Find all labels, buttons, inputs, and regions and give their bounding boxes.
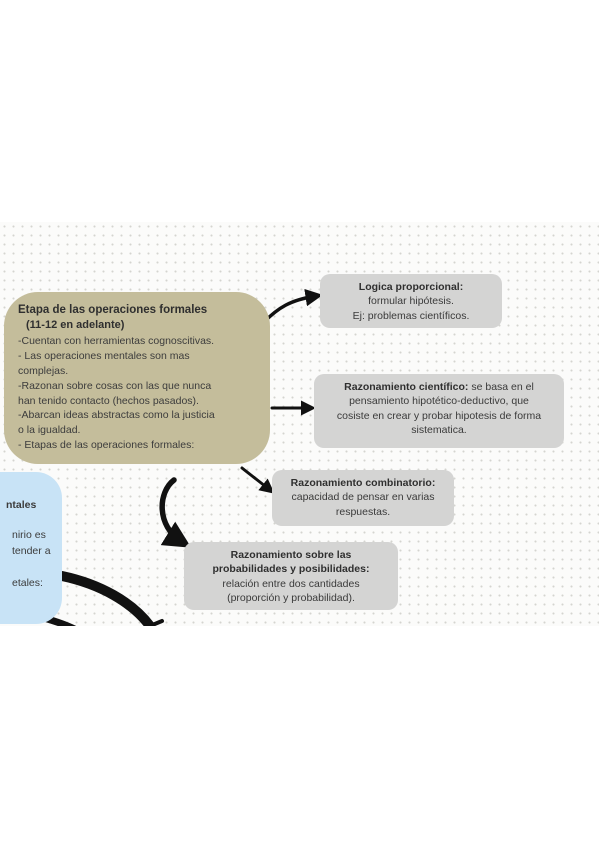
partial-node-text: tender a (12, 545, 51, 557)
node-text: pensamiento hipotético-deductivo, que (349, 395, 529, 408)
node-text: capacidad de pensar en varias (291, 491, 435, 504)
node-text: se basa en el (471, 381, 534, 393)
node-title: Logica proporcional: (358, 281, 464, 293)
node-title: Razonamiento combinatorio: (290, 477, 436, 489)
partial-node-text: etales: (12, 577, 43, 589)
curve-stub (148, 619, 164, 626)
main-node-line: -Cuentan con herramientas cognoscitivas. (18, 334, 215, 347)
node-text: (proporción y probabilidad). (227, 592, 355, 605)
node-text: relación entre dos cantidades (222, 577, 360, 590)
arrow-to-probabilidades (159, 477, 192, 548)
main-node-line: - Las operaciones mentales son mas (18, 349, 190, 362)
main-node-operaciones-formales: Etapa de las operaciones formales (11-12… (4, 292, 270, 464)
main-node-line: complejas. (18, 364, 69, 377)
main-node-line: han tenido contacto (hechos pasados). (18, 394, 199, 407)
node-razonamiento-probabilidades: Razonamiento sobre las probabilidades y … (184, 542, 398, 610)
arrow-to-logica (262, 288, 323, 324)
main-node-line: -Razonan sobre cosas con las que nunca (18, 379, 212, 392)
partial-node-title: ntales (6, 499, 37, 511)
node-text: sistematica. (411, 424, 467, 437)
mind-map-canvas: Etapa de las operaciones formales (11-12… (0, 222, 599, 626)
node-razonamiento-cientifico: Razonamiento científico: se basa en el p… (314, 374, 564, 448)
node-text: cosiste en crear y probar hipotesis de f… (336, 409, 542, 422)
partial-node-text: nirio es (12, 529, 46, 541)
partial-node-left: ntales nirio es tender a etales: (0, 472, 62, 624)
main-node-title: Etapa de las operaciones formales (18, 304, 208, 316)
node-title: probabilidades y posibilidades: (212, 563, 370, 576)
node-logica-proporcional: Logica proporcional: formular hipótesis.… (320, 274, 502, 328)
main-node-line: - Etapas de las operaciones formales: (18, 439, 195, 452)
node-razonamiento-combinatorio: Razonamiento combinatorio: capacidad de … (272, 470, 454, 526)
curve-to-partial-node (57, 571, 155, 626)
main-node-line: o la igualdad. (18, 424, 81, 437)
node-title: Razonamiento sobre las (230, 549, 352, 561)
arrow-to-combinatorio (240, 466, 275, 494)
node-text: respuestas. (335, 505, 391, 518)
main-node-line: -Abarcan ideas abstractas como la justic… (18, 409, 215, 422)
node-title: Razonamiento científico: (344, 381, 469, 393)
main-node-subtitle: (11-12 en adelante) (26, 319, 125, 332)
node-text: Ej: problemas científicos. (352, 309, 470, 322)
node-text: formular hipótesis. (368, 295, 454, 308)
